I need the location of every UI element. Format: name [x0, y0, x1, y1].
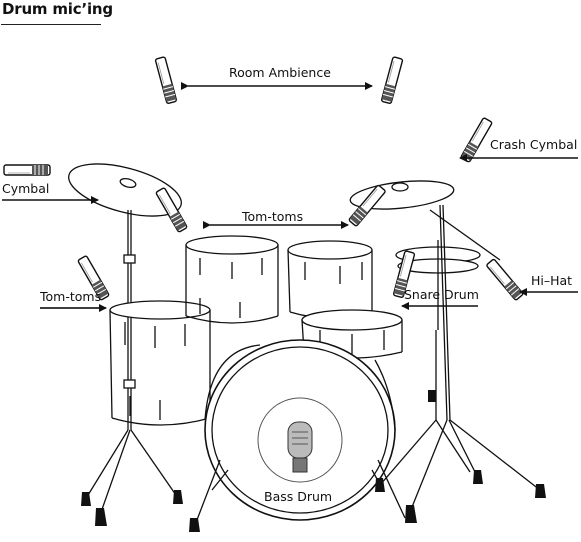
label-bass-drum: Bass Drum [264, 489, 333, 504]
label-room-ambience: Room Ambience [229, 65, 331, 80]
floor-tom [109, 300, 211, 426]
rack-tom-right [287, 240, 373, 319]
stand-feet [81, 390, 546, 532]
label-tom-toms-top: Tom-toms [242, 209, 304, 224]
mic-hi-hat [485, 258, 525, 302]
label-cymbal: Cymbal [2, 181, 50, 196]
kick-drum-mic [287, 421, 313, 473]
mic-cymbal [3, 164, 51, 176]
hi-hat [395, 240, 481, 330]
title-underline [1, 24, 101, 25]
cymbal-stand-right [409, 204, 541, 513]
label-tom-toms-left: Tom-toms [40, 289, 102, 304]
label-hi-hat: Hi–Hat [531, 273, 573, 288]
cymbal-stand-left [84, 210, 179, 516]
mic-room-left [154, 56, 178, 105]
hi-hat-stand [379, 330, 471, 486]
label-crash-cymbal: Crash Cymbal [490, 137, 578, 152]
mic-room-right [380, 56, 404, 105]
rack-tom-left [185, 235, 279, 324]
label-snare-drum: Snare Drum [404, 287, 479, 302]
mic-crash [459, 116, 494, 164]
diagram-title: Drum mic’ing [2, 0, 113, 18]
